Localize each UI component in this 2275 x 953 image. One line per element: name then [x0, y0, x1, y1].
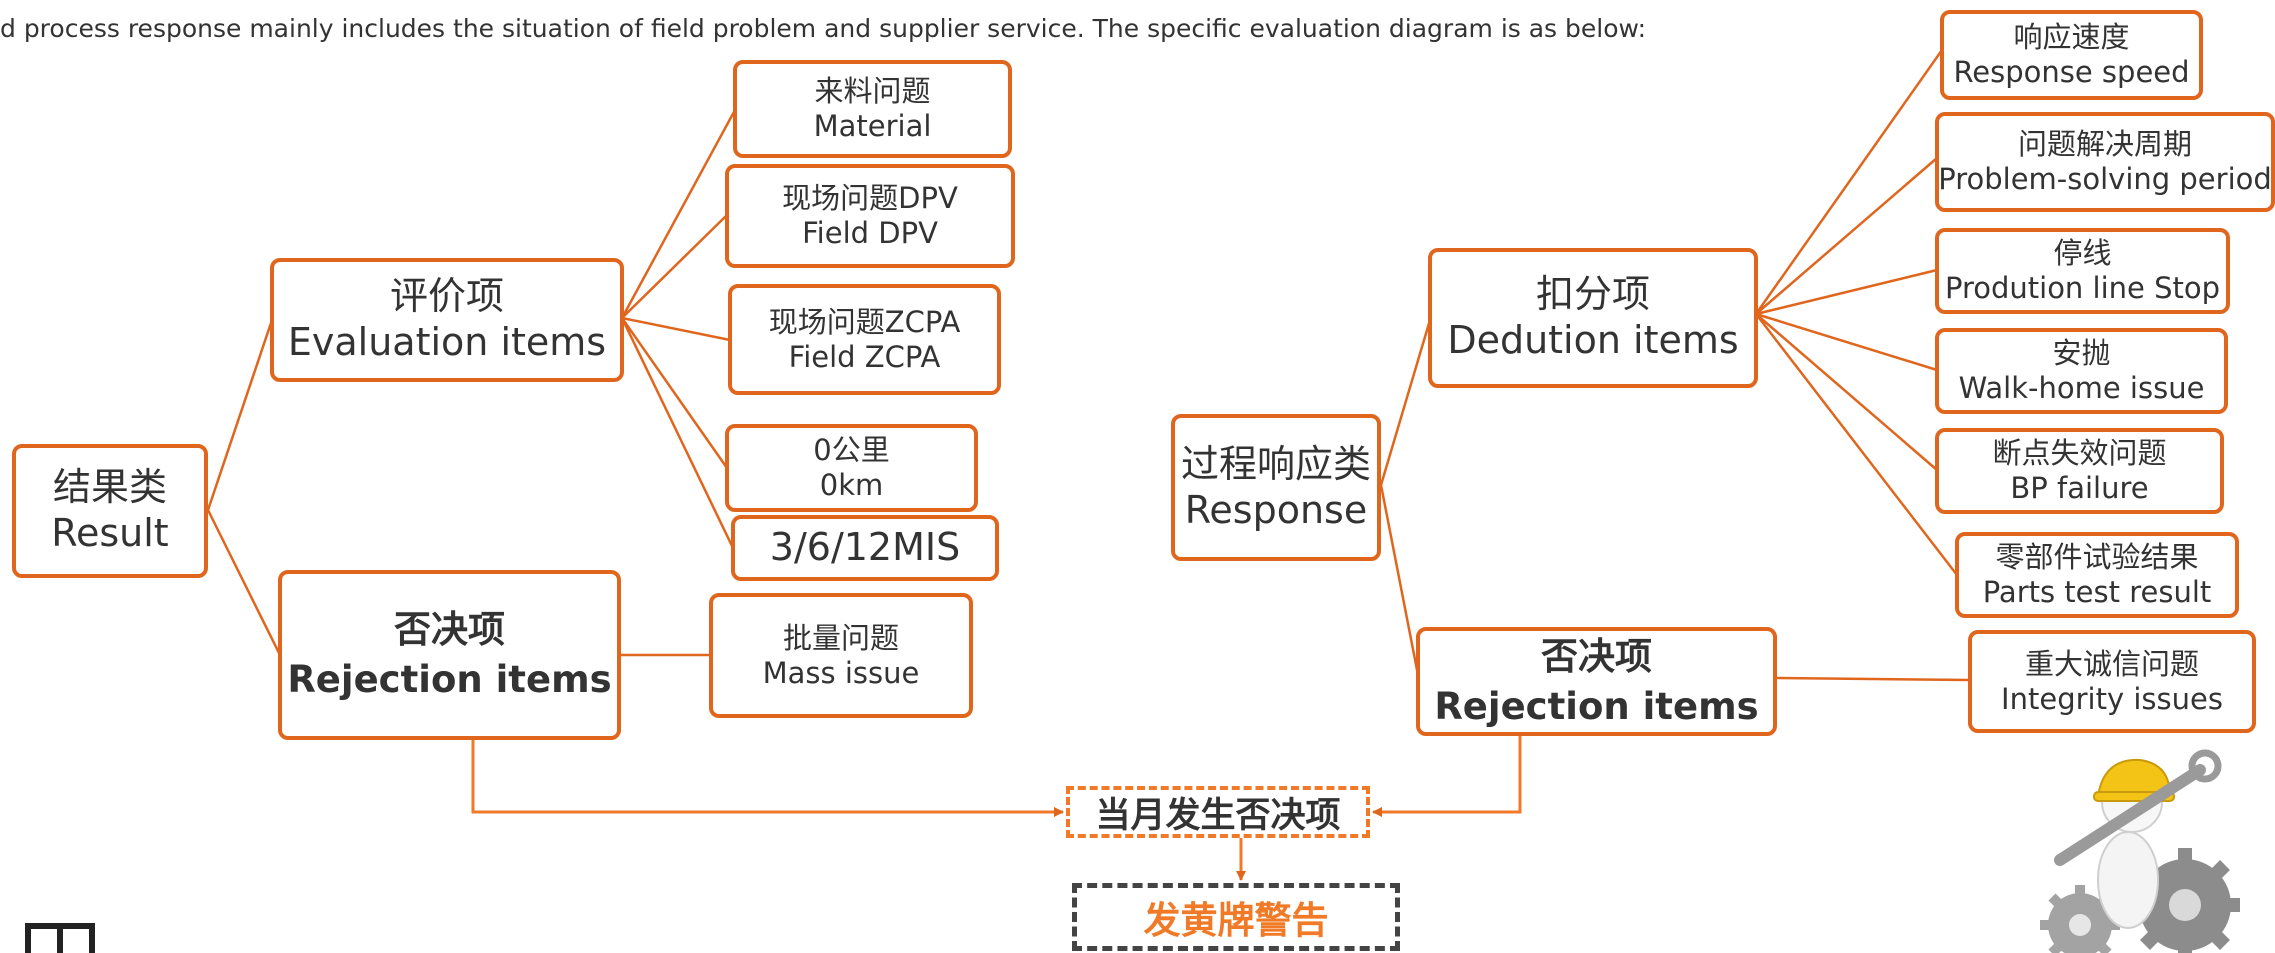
node-en: 0km — [819, 468, 884, 502]
node-zh: 响应速度 — [2013, 20, 2130, 55]
node-en: Response — [1184, 487, 1368, 532]
node-zh: 批量问题 — [782, 620, 899, 655]
mass-issue-node: 批量问题 Mass issue — [709, 593, 973, 718]
node-en: Rejection items — [287, 658, 612, 701]
response-rejection-items-node: 否决项 Rejection items — [1416, 627, 1777, 736]
node-zh: 过程响应类 — [1180, 441, 1371, 486]
bp-failure-node: 断点失效问题 BP failure — [1935, 428, 2224, 514]
node-zh: 重大诚信问题 — [2024, 646, 2199, 681]
node-zh: 扣分项 — [1535, 272, 1650, 317]
node-zh: 安抛 — [2052, 336, 2111, 371]
node-en: Problem-solving period — [1938, 162, 2272, 196]
node-zh: 评价项 — [389, 274, 504, 319]
node-zh: 0公里 — [813, 433, 890, 468]
node-en: Integrity issues — [2001, 681, 2223, 716]
mis-node: 3/6/12MIS — [731, 515, 999, 581]
node-en: Prodution line Stop — [1944, 271, 2221, 305]
material-node: 来料问题 Material — [733, 60, 1012, 158]
node-en: Dedution items — [1447, 318, 1739, 362]
node-en: Parts test result — [1982, 575, 2212, 609]
node-zh: 停线 — [2053, 236, 2112, 271]
node-en: Field ZCPA — [788, 339, 941, 374]
node-zh: 3/6/12MIS — [769, 525, 961, 570]
node-zh: 问题解决周期 — [2017, 127, 2192, 162]
small-gear-icon — [2040, 885, 2120, 953]
node-en: BP failure — [2010, 471, 2149, 505]
node-zh: 否决项 — [394, 608, 505, 652]
parts-test-result-node: 零部件试验结果 Parts test result — [1955, 532, 2239, 618]
node-zh: 断点失效问题 — [1992, 436, 2167, 471]
deduction-items-node: 扣分项 Dedution items — [1428, 248, 1758, 388]
response-root-node: 过程响应类 Response — [1171, 414, 1381, 561]
node-en: Mass issue — [762, 655, 920, 690]
field-zcpa-node: 现场问题ZCPA Field ZCPA — [728, 284, 1001, 395]
field-dpv-node: 现场问题DPV Field DPV — [725, 164, 1015, 268]
walk-home-issue-node: 安抛 Walk-home issue — [1935, 328, 2228, 414]
node-en: Evaluation items — [287, 320, 607, 364]
integrity-issues-node: 重大诚信问题 Integrity issues — [1968, 630, 2256, 733]
node-zh: 来料问题 — [814, 74, 931, 109]
result-root-node: 结果类 Result — [12, 444, 208, 578]
worker-with-wrench-and-gears-illustration — [2040, 749, 2240, 953]
problem-solving-period-node: 问题解决周期 Problem-solving period — [1935, 112, 2275, 212]
node-zh: 零部件试验结果 — [1995, 540, 2199, 575]
response-speed-node: 响应速度 Response speed — [1940, 10, 2203, 100]
node-en: Field DPV — [802, 216, 938, 250]
node-zh: 结果类 — [52, 465, 167, 510]
node-en: Result — [51, 511, 169, 555]
window-corner-icon — [25, 923, 95, 953]
node-en: Rejection items — [1434, 684, 1759, 728]
monthly-rejection-box: 当月发生否决项 — [1066, 786, 1370, 838]
node-zh: 现场问题ZCPA — [768, 304, 961, 339]
result-rejection-items-node: 否决项 Rejection items — [278, 570, 621, 740]
evaluation-items-node: 评价项 Evaluation items — [270, 258, 624, 382]
wrench-icon — [2054, 749, 2222, 866]
zero-km-node: 0公里 0km — [725, 424, 978, 512]
production-line-stop-node: 停线 Prodution line Stop — [1935, 228, 2230, 314]
intro-text: d process response mainly includes the s… — [0, 14, 1647, 43]
node-zh: 否决项 — [1541, 634, 1652, 678]
node-en: Response speed — [1953, 55, 2190, 89]
node-en: Walk-home issue — [1958, 371, 2205, 405]
node-zh: 现场问题DPV — [782, 181, 958, 216]
node-en: Material — [813, 109, 932, 143]
yellow-card-warning-box: 发黄牌警告 — [1072, 883, 1400, 951]
